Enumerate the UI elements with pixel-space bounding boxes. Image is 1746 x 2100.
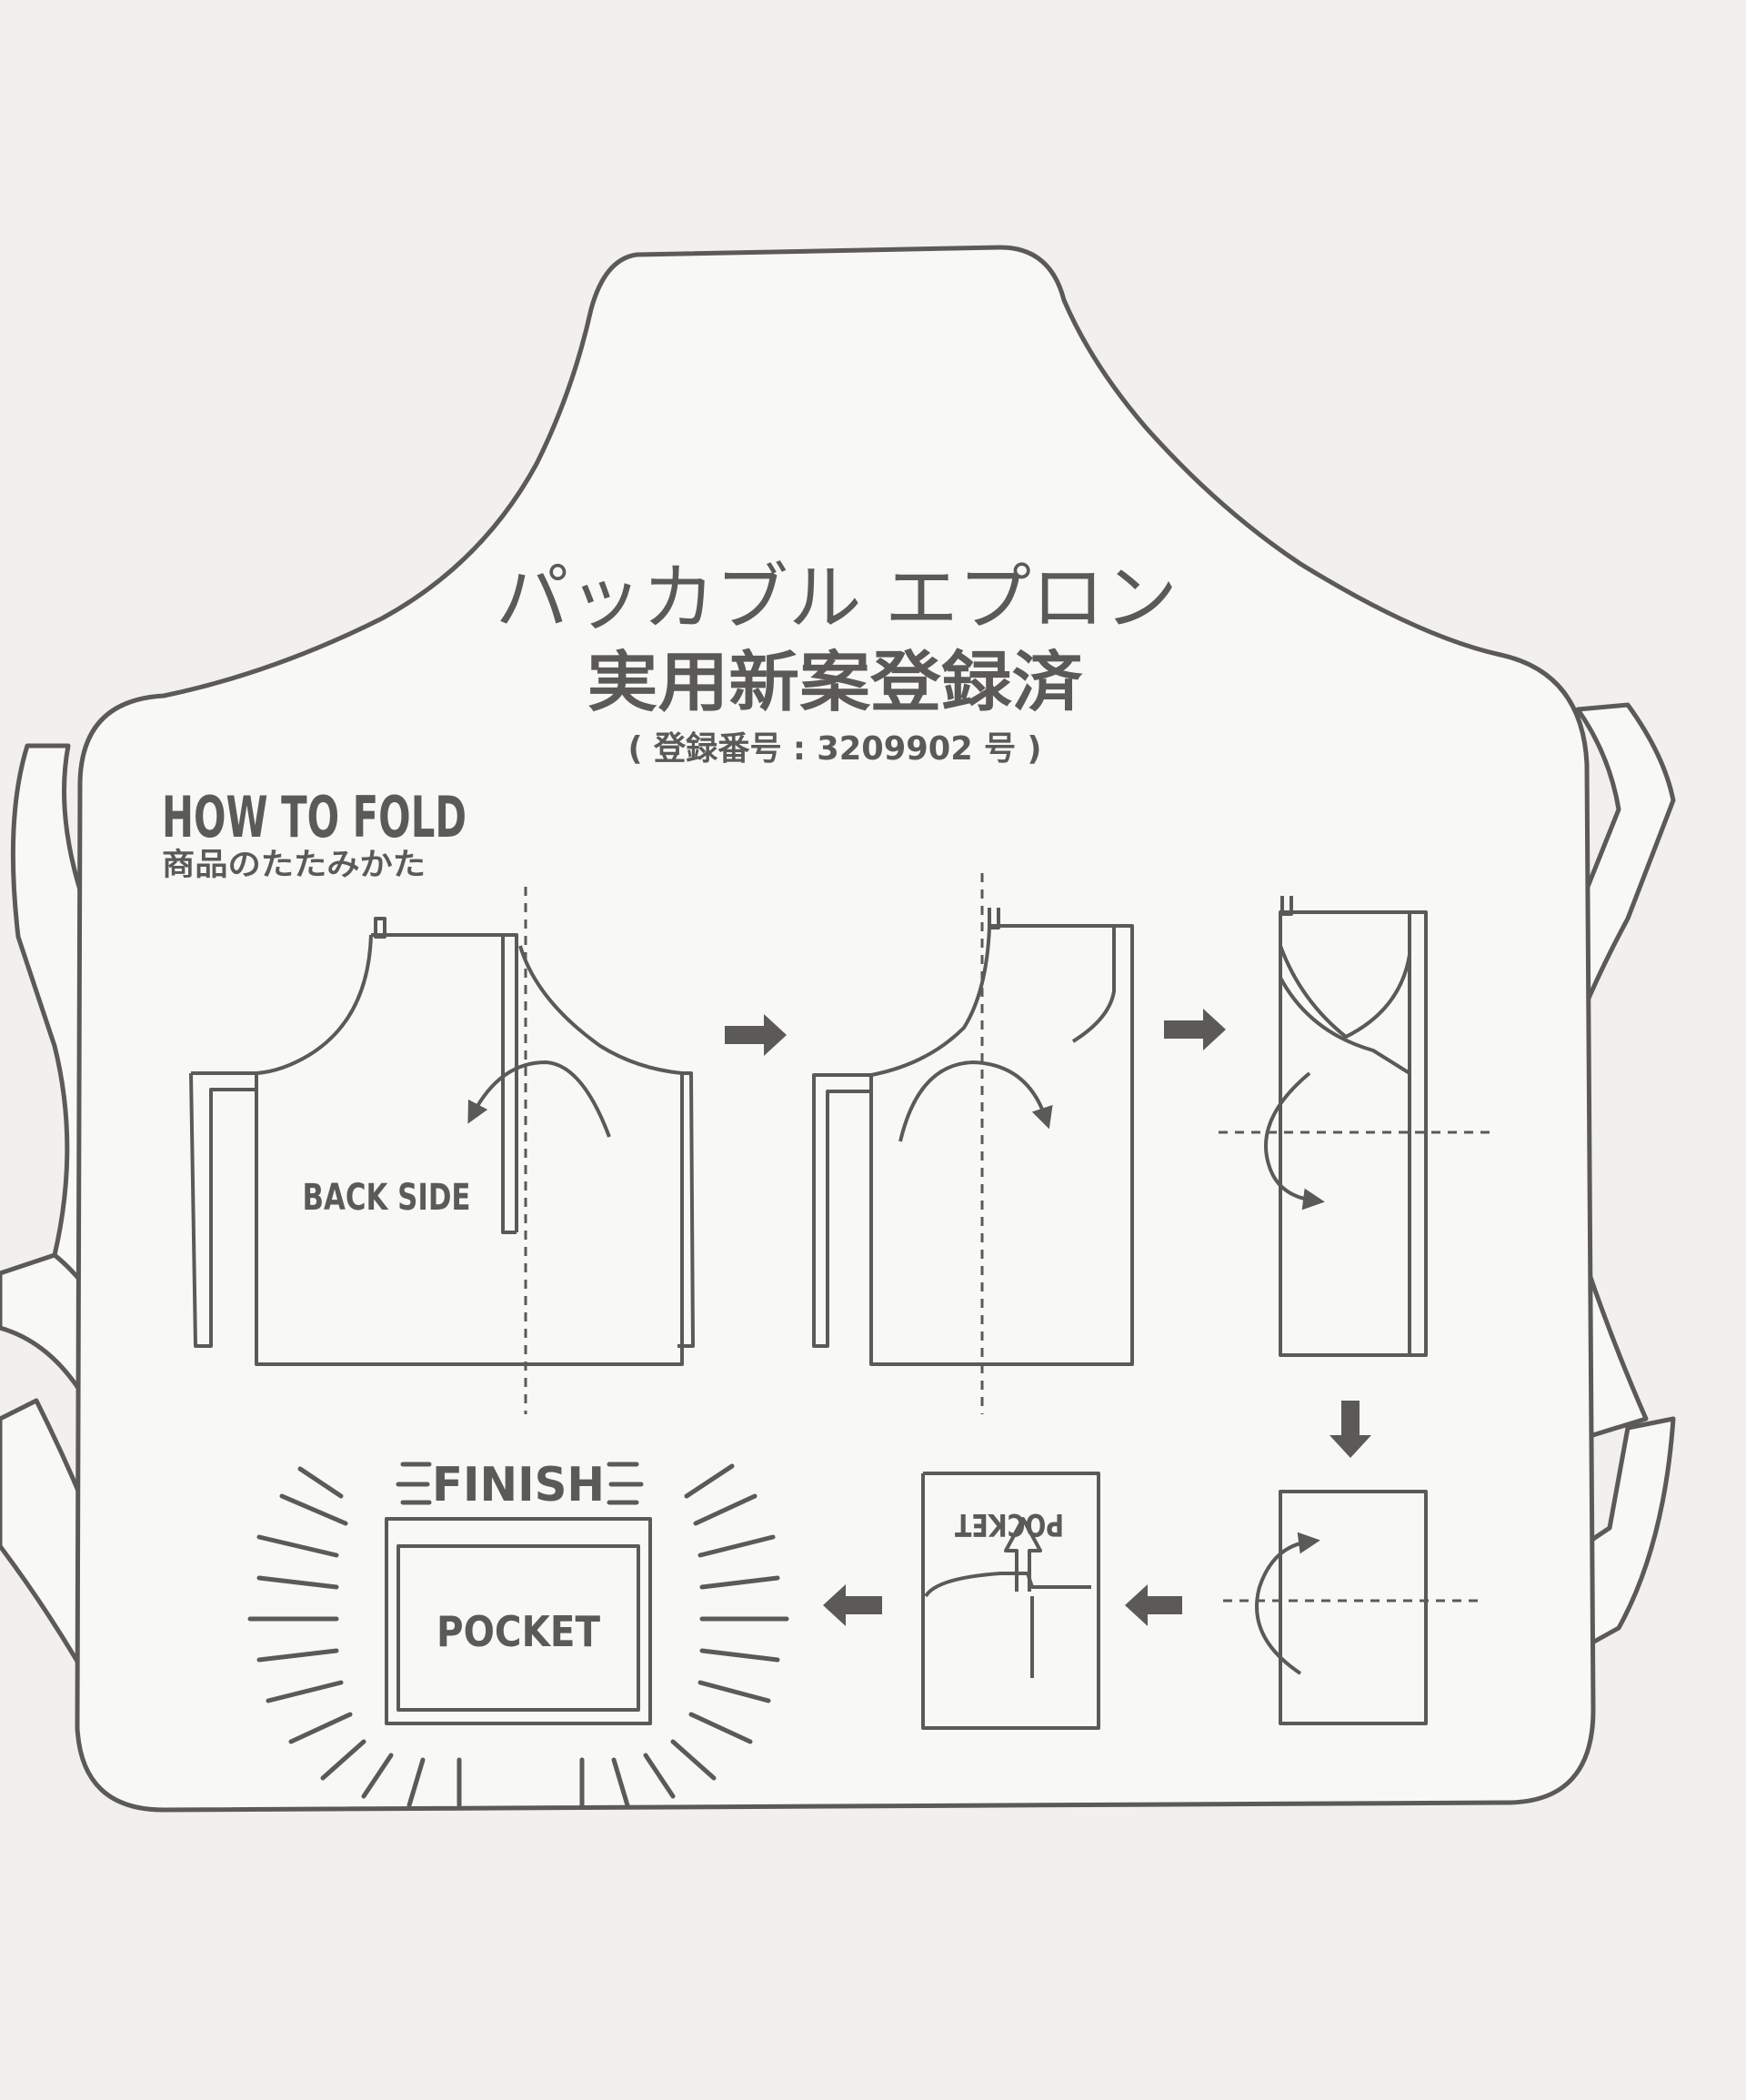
arrow-left-2 [823, 1584, 882, 1626]
arrow-right-1 [725, 1014, 787, 1056]
how-to-fold-subheading: 商品のたたみかた [162, 847, 426, 883]
finish-pocket-label: POCKET [436, 1607, 601, 1656]
apron-outline [75, 245, 1596, 1813]
product-name: パッカブル エプロン [496, 556, 1178, 640]
back-side-label: BACK SIDE [303, 1177, 471, 1219]
finish-pocket-box [385, 1517, 652, 1725]
arrow-right-2 [1164, 1009, 1226, 1050]
step-1-apron: BACK SIDE [189, 887, 695, 1414]
step-3-folded-strip [1219, 896, 1491, 1357]
finish-section: FINISH POCKET [247, 1458, 789, 1808]
step-4-folded-half [1223, 1490, 1478, 1725]
registration-number: ( 登録番号 : 3209902 号 ) [628, 730, 1042, 768]
finish-burst-rays [247, 1463, 789, 1808]
how-to-fold-heading: HOW TO FOLD [162, 784, 467, 850]
arrow-down [1330, 1401, 1371, 1458]
arrow-left-1 [1125, 1584, 1182, 1626]
registered-label: 実用新案登録済 [587, 644, 1084, 720]
pocket-label-upside-down: POCKET [954, 1506, 1064, 1542]
finish-label: FINISH [432, 1458, 605, 1512]
step-2-apron [812, 873, 1134, 1414]
step-5-pocket-wrap: POCKET [921, 1472, 1100, 1730]
